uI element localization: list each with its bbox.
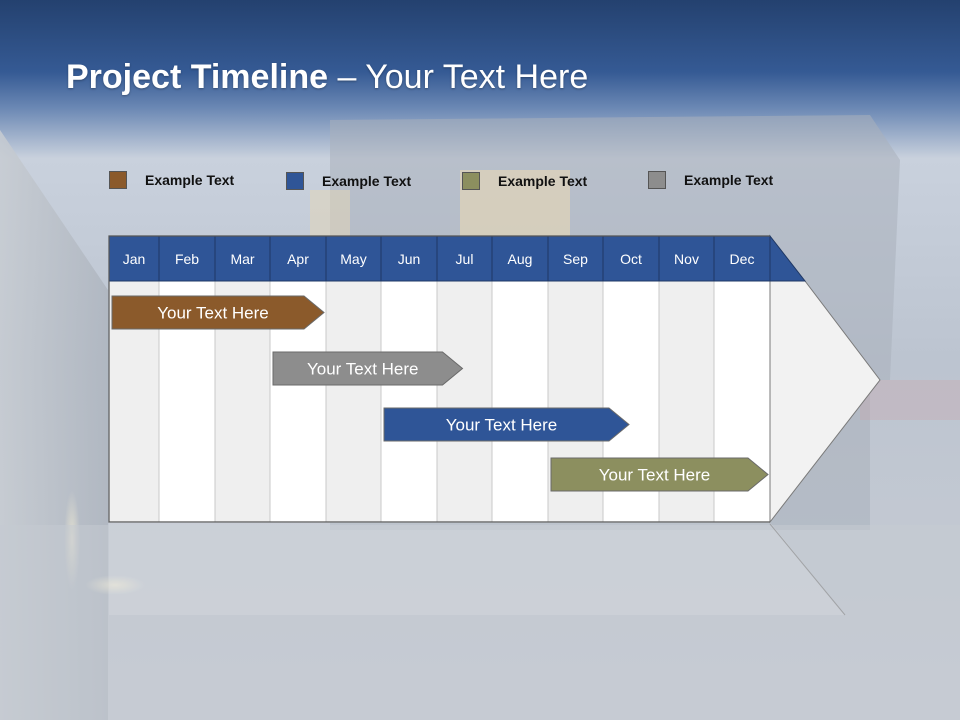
legend-item-1: Example Text	[109, 169, 234, 191]
month-label-nov: Nov	[674, 251, 699, 267]
task-bar-label-2: Your Text Here	[307, 360, 419, 379]
month-column-jun	[380, 280, 438, 523]
slide-title-rest: – Your Text Here	[328, 58, 589, 96]
month-column-jul	[436, 280, 493, 523]
task-bar-4[interactable]	[550, 457, 769, 492]
month-label-feb: Feb	[175, 251, 199, 267]
month-header-apr	[269, 235, 327, 282]
task-bar-label-4: Your Text Here	[599, 466, 711, 485]
month-label-apr: Apr	[287, 251, 309, 267]
month-header-sep	[547, 235, 604, 282]
legend-swatch-4	[648, 171, 666, 189]
month-label-may: May	[340, 251, 366, 267]
month-label-dec: Dec	[730, 251, 755, 267]
month-label-jul: Jul	[456, 251, 474, 267]
slide-title: Project Timeline – Your Text Here	[66, 58, 588, 97]
legend-label-4: Example Text	[684, 172, 774, 188]
legend-swatch-2	[286, 172, 304, 190]
month-label-oct: Oct	[620, 251, 642, 267]
task-bar-2[interactable]	[272, 351, 464, 386]
timeline-arrow-head	[769, 280, 881, 524]
task-bar-3[interactable]	[383, 407, 630, 442]
task-bar-label-3: Your Text Here	[446, 416, 558, 435]
month-header-dec	[713, 235, 771, 282]
task-bar-1[interactable]	[111, 295, 325, 330]
month-label-jan: Jan	[123, 251, 146, 267]
month-label-mar: Mar	[230, 251, 254, 267]
legend-label-2: Example Text	[322, 173, 412, 189]
legend-item-4: Example Text	[648, 169, 773, 191]
task-bar-label-1: Your Text Here	[157, 304, 269, 323]
legend-label-3: Example Text	[498, 173, 588, 189]
legend-item-3: Example Text	[462, 170, 587, 192]
month-header-nov	[658, 235, 715, 282]
month-column-aug	[491, 280, 549, 523]
legend-swatch-1	[109, 171, 127, 189]
month-header-jun	[380, 235, 438, 282]
timeline-reflection	[109, 522, 845, 615]
legend-swatch-3	[462, 172, 480, 190]
legend-label-1: Example Text	[145, 172, 235, 188]
month-label-jun: Jun	[398, 251, 421, 267]
month-label-aug: Aug	[508, 251, 533, 267]
header-arrow-cap	[769, 234, 807, 282]
month-column-may	[325, 280, 382, 523]
month-label-sep: Sep	[563, 251, 588, 267]
timeline-outline	[108, 235, 770, 523]
legend-item-2: Example Text	[286, 170, 411, 192]
slide-title-bold: Project Timeline	[66, 58, 329, 96]
reflection-edge	[769, 523, 846, 616]
